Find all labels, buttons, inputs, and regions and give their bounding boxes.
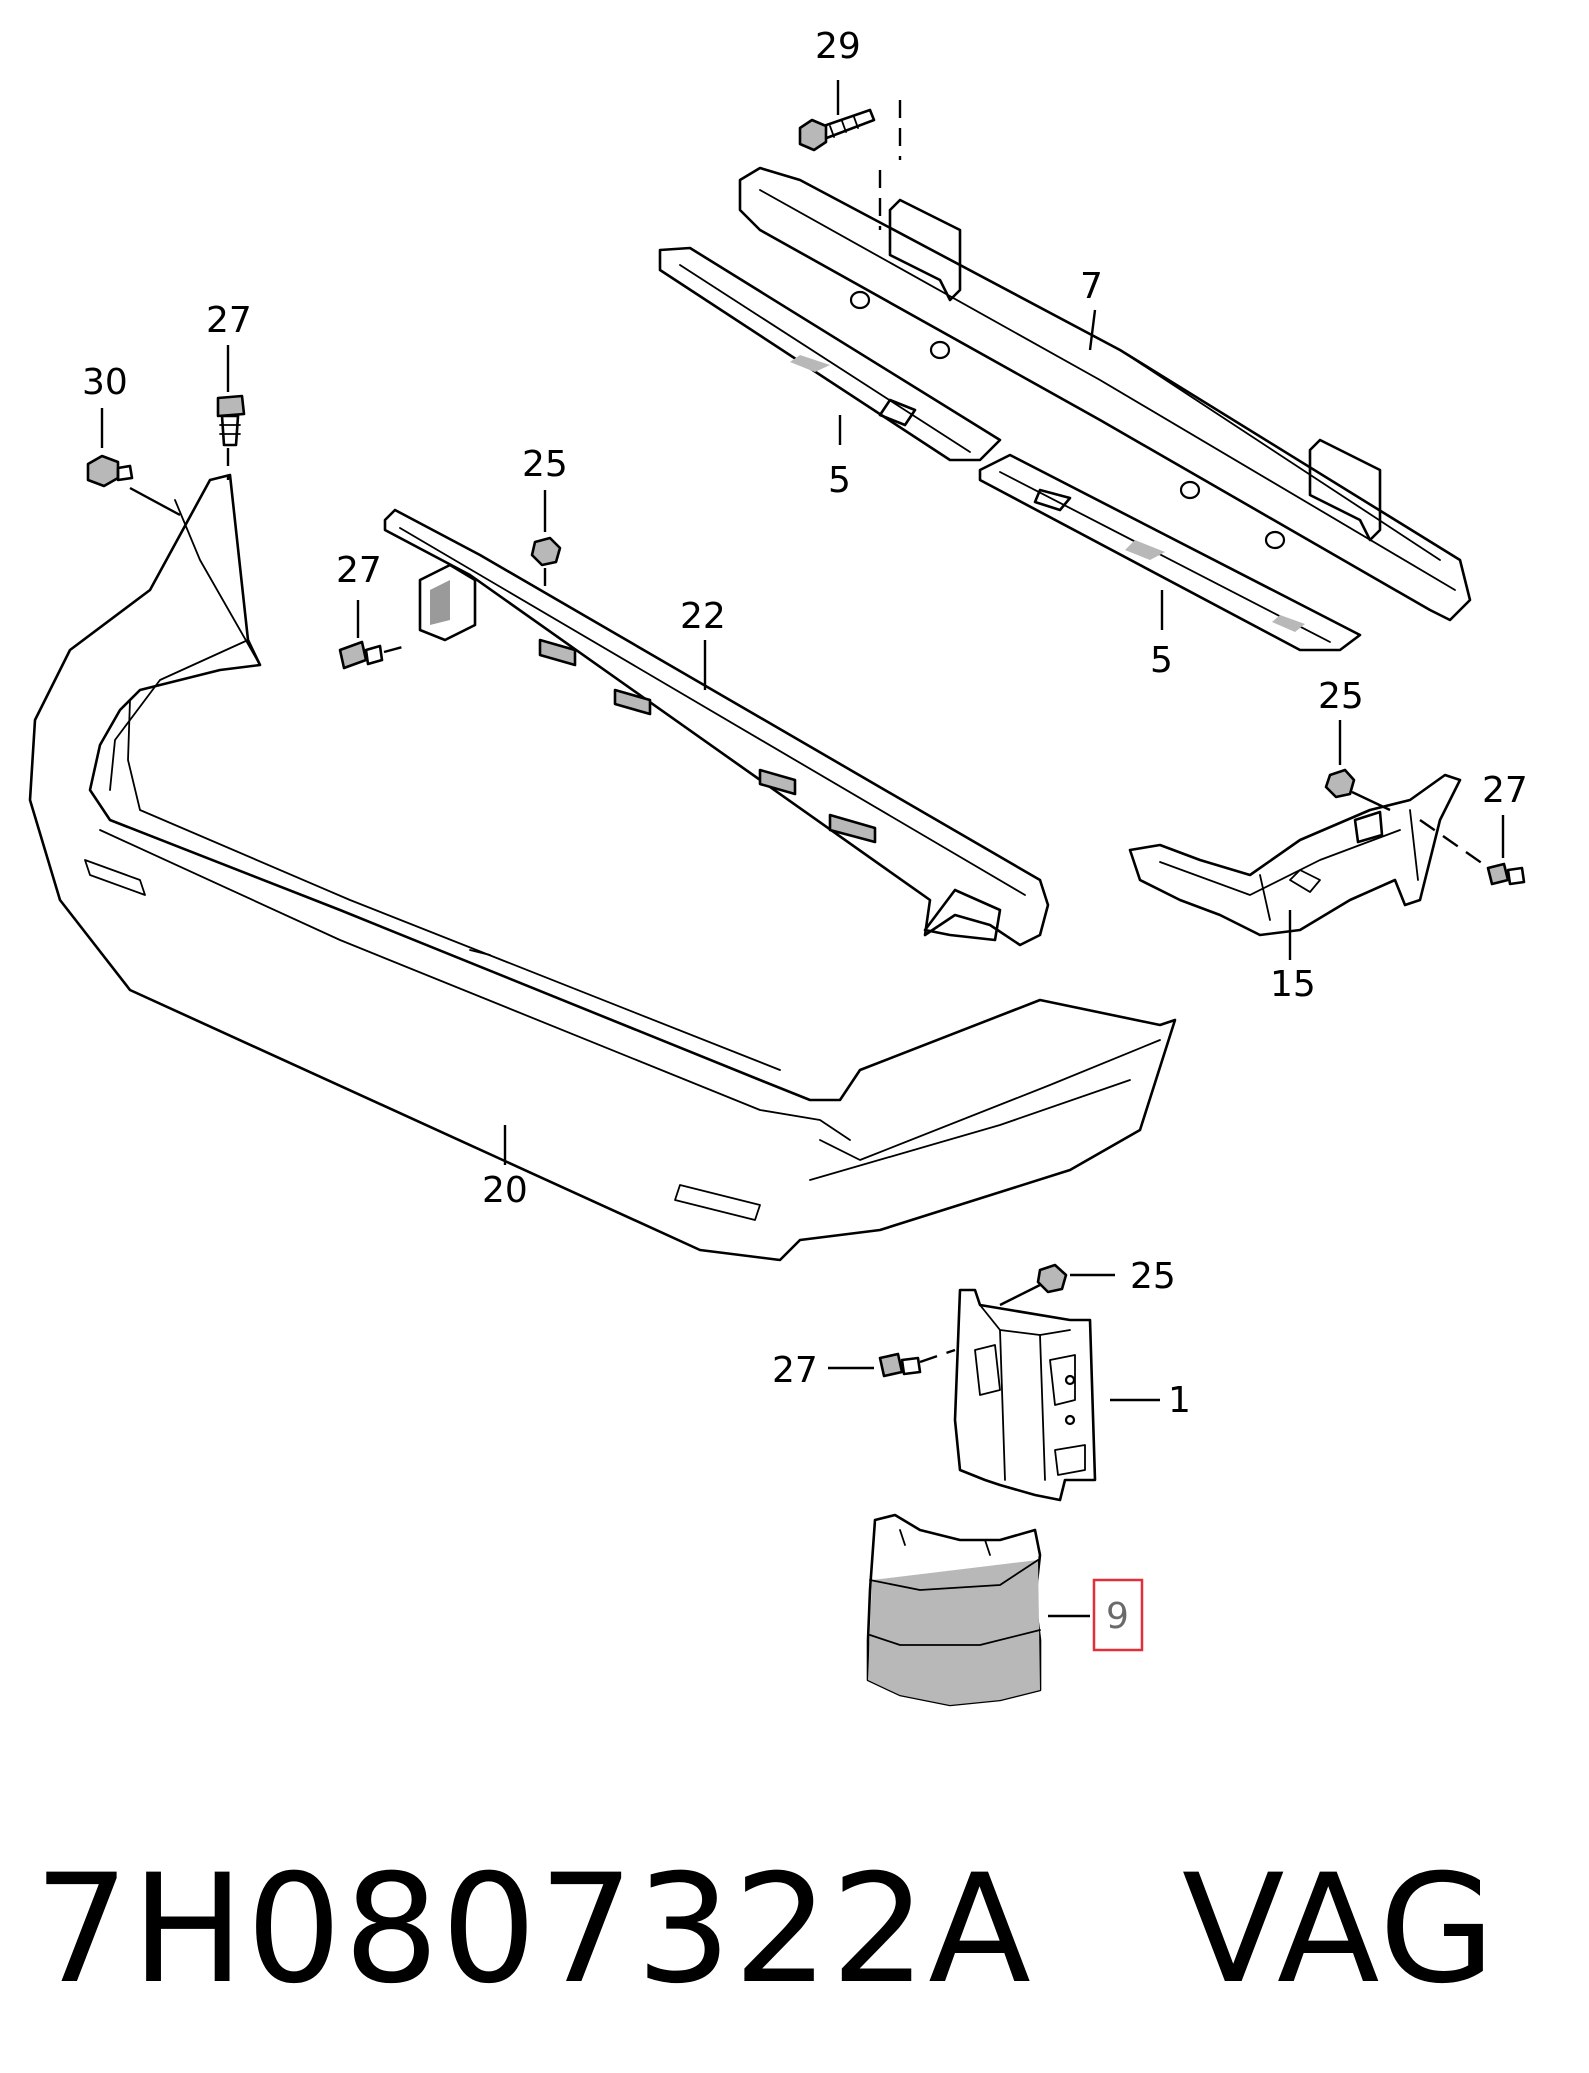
callout-27-left: 27 (336, 550, 382, 591)
callout-30: 30 (82, 362, 128, 403)
callout-1: 1 (1168, 1380, 1191, 1421)
clip-nut-25-lower[interactable] (1036, 1263, 1068, 1294)
callout-7: 7 (1080, 266, 1103, 307)
callout-27-lower: 27 (772, 1350, 818, 1391)
clip-27-top[interactable] (216, 394, 246, 447)
callout-25-right: 25 (1318, 676, 1364, 717)
callout-27-top: 27 (206, 300, 252, 341)
callout-29: 29 (815, 26, 861, 67)
callout-22: 22 (680, 596, 726, 637)
part-number-caption: 7H0807322A VAG (34, 1840, 1534, 2020)
bumper-cover-20[interactable] (28, 473, 1177, 1262)
impact-strip-5-left[interactable] (658, 246, 1002, 462)
part-number: 7H0807322A (34, 1843, 1033, 2017)
callout-25-top: 25 (522, 444, 568, 485)
brand-name: VAG (1181, 1843, 1498, 2017)
callout-5-right: 5 (1150, 640, 1173, 681)
clip-nut-25-right[interactable] (1324, 768, 1356, 799)
side-bracket-15[interactable] (1128, 773, 1462, 937)
callout-9-highlighted[interactable]: 9 (1092, 1578, 1144, 1652)
clip-nut-25-top[interactable] (530, 536, 562, 567)
callout-27-right: 27 (1482, 770, 1528, 811)
callout-15: 15 (1270, 964, 1316, 1005)
impact-strip-5-right[interactable] (978, 453, 1362, 652)
bumper-end-cap-9[interactable] (866, 1513, 1042, 1707)
mounting-bracket-1[interactable] (953, 1288, 1097, 1502)
highlight-box (1092, 1578, 1144, 1652)
clip-27-lower[interactable] (878, 1352, 922, 1378)
clip-27-right[interactable] (1486, 862, 1526, 886)
clip-27-left[interactable] (338, 640, 384, 670)
callout-5-left: 5 (828, 460, 851, 501)
callout-25-lower: 25 (1130, 1256, 1176, 1297)
bolt-30[interactable] (86, 454, 134, 488)
callout-9: 9 (1106, 1596, 1129, 1637)
impact-beam-22[interactable] (383, 508, 1050, 947)
parts-exploded-diagram: 29 7 5 5 27 30 25 27 22 25 27 15 20 25 2… (28, 26, 1528, 1707)
bumper-bracket-left[interactable] (418, 563, 477, 642)
crossmember-7[interactable] (738, 166, 1472, 622)
bolt-29[interactable] (798, 108, 876, 152)
callout-20: 20 (482, 1170, 528, 1211)
